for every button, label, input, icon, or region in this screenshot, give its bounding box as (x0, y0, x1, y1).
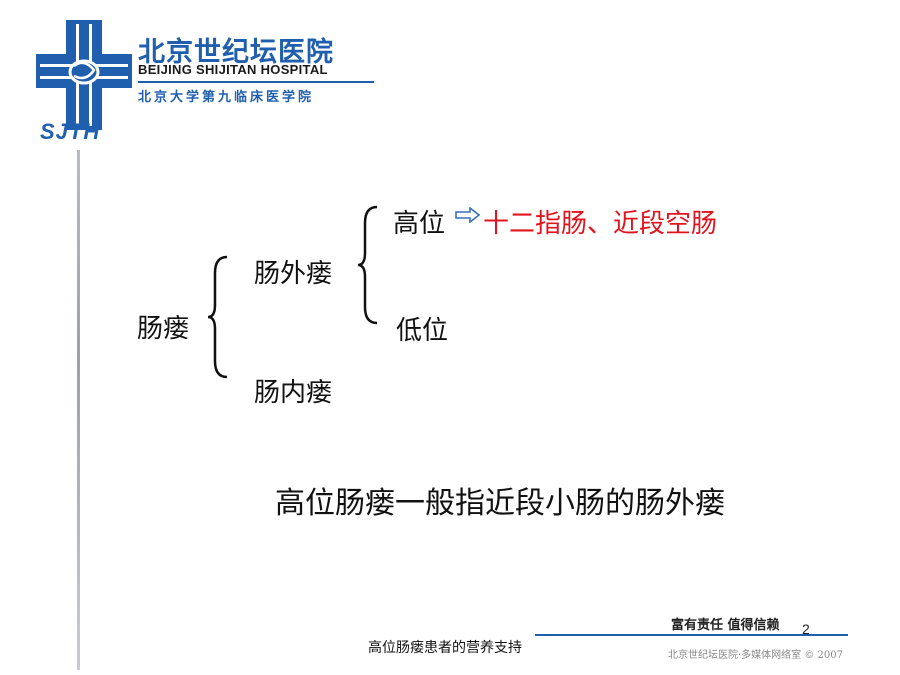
summary-text: 高位肠瘘一般指近段小肠的肠外瘘 (275, 486, 725, 521)
diagram-high-position: 高位 (393, 209, 446, 239)
diagram-high-position-detail: 十二指肠、近段空肠 (483, 209, 718, 239)
diagram-external-fistula: 肠外瘘 (254, 259, 333, 289)
logo-divider (138, 81, 374, 83)
logo-abbreviation: SJTH (40, 119, 101, 144)
hospital-name-en: BEIJING SHIJITAN HOSPITAL (138, 62, 328, 77)
footer-divider (535, 634, 848, 636)
diagram-internal-fistula: 肠内瘘 (254, 378, 333, 408)
hospital-name-cn: 北京世纪坛医院 (138, 37, 334, 68)
arrow-right-icon (455, 207, 481, 223)
page-number: 2 (802, 621, 810, 637)
footer-slogan: 富有责任 值得信赖 (671, 618, 780, 633)
footer-copyright: 北京世纪坛医院·多媒体网络室 © 2007 (668, 650, 843, 661)
hospital-logo-icon (36, 20, 132, 130)
brace-root-icon (207, 255, 228, 379)
brace-external-icon (357, 205, 378, 325)
diagram-low-position: 低位 (396, 316, 449, 346)
university-affiliation: 北京大学第九临床医学院 (138, 90, 315, 105)
left-vertical-rule (77, 150, 80, 670)
footer-presentation-title: 高位肠瘘患者的营养支持 (368, 640, 522, 656)
diagram-root-label: 肠瘘 (137, 314, 190, 344)
